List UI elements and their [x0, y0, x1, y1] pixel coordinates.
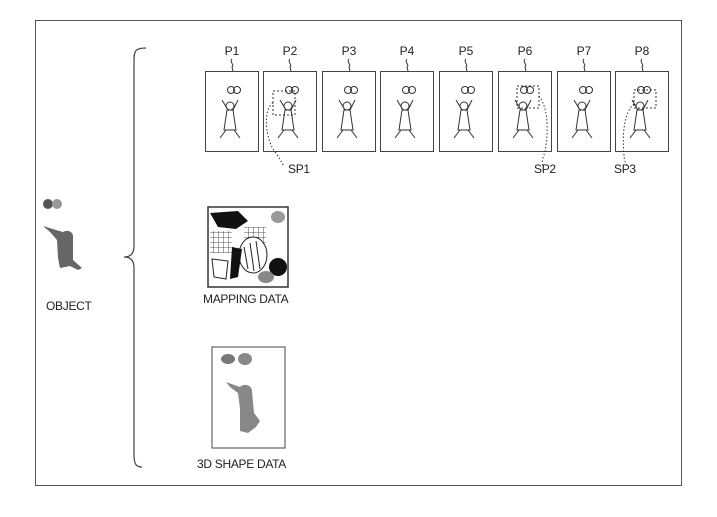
panel-label-p1: P1: [224, 44, 240, 58]
object-image: [43, 199, 82, 270]
jumping-figure-sketch: [571, 86, 593, 139]
leader-tick: [523, 58, 527, 72]
panel-label-p5: P5: [458, 44, 474, 58]
image-panel-p8: [615, 71, 669, 152]
3d-shape-data-label: 3D SHAPE DATA: [197, 457, 287, 471]
jumping-figure-sketch: [336, 86, 358, 139]
image-panel-p1: [205, 71, 259, 152]
mapping-data-label: MAPPING DATA: [203, 292, 289, 306]
jumping-figure-sketch: [394, 86, 416, 139]
object-label: OBJECT: [46, 299, 92, 313]
image-panel-p4: [380, 71, 434, 152]
sp1-label: SP1: [288, 162, 310, 176]
panel-label-p8: P8: [634, 44, 650, 58]
image-panel-p3: [322, 71, 376, 152]
sp1-box: [272, 90, 296, 116]
sp1-leader: [265, 102, 285, 167]
panel-label-p4: P4: [399, 44, 415, 58]
3d-shape-data-image: [211, 346, 286, 449]
jumping-figure-sketch: [512, 86, 534, 139]
leader-tick: [347, 58, 351, 72]
sp2-leader: [538, 95, 548, 167]
panel-label-p6: P6: [517, 44, 533, 58]
panel-label-p7: P7: [576, 44, 592, 58]
image-panel-p2: [263, 71, 317, 152]
sp3-leader: [622, 103, 635, 167]
leader-tick: [582, 58, 586, 72]
leader-tick: [288, 58, 292, 72]
sp2-box: [516, 85, 540, 109]
jumping-figure-sketch: [219, 86, 241, 139]
panel-label-p3: P3: [341, 44, 357, 58]
jumping-figure-sketch: [629, 86, 651, 139]
image-panel-p5: [439, 71, 493, 152]
jumping-figure-sketch: [453, 86, 475, 139]
figure-frame: [35, 20, 682, 486]
image-panel-p7: [557, 71, 611, 152]
sp3-label: SP3: [614, 162, 636, 176]
mapping-data-image: [207, 206, 289, 288]
leader-tick: [464, 58, 468, 72]
image-panel-p6: [498, 71, 552, 152]
leader-tick: [640, 58, 644, 72]
panel-label-p2: P2: [282, 44, 298, 58]
sp2-label: SP2: [534, 162, 556, 176]
sp3-box: [633, 89, 657, 109]
leader-tick: [230, 58, 234, 72]
leader-tick: [405, 58, 409, 72]
